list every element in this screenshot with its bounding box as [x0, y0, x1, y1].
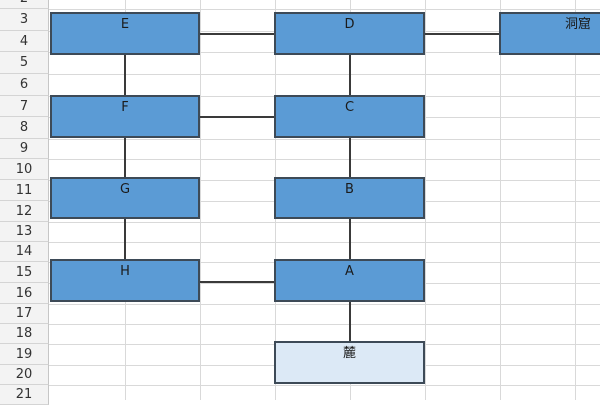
node-cave[interactable]: 洞窟	[499, 12, 600, 55]
row-header[interactable]: 12	[0, 201, 49, 222]
row-header[interactable]: 19	[0, 344, 49, 365]
node-label: D	[344, 17, 355, 32]
gridline	[425, 0, 426, 400]
node-g[interactable]: G	[50, 177, 200, 219]
gridline	[200, 0, 201, 400]
row-header[interactable]: 13	[0, 222, 49, 242]
node-label: 洞窟	[564, 17, 591, 32]
node-b[interactable]: B	[274, 177, 425, 219]
node-label: F	[121, 100, 129, 115]
row-header[interactable]: 14	[0, 242, 49, 262]
node-a[interactable]: A	[274, 259, 425, 302]
gridline	[49, 242, 600, 243]
connector-e-f	[124, 55, 126, 96]
row-header[interactable]: 5	[0, 52, 49, 74]
row-header[interactable]: 6	[0, 74, 49, 96]
node-h[interactable]: H	[50, 259, 200, 302]
node-label: A	[345, 264, 354, 279]
node-c[interactable]: C	[274, 95, 425, 138]
connector-e-d	[200, 33, 275, 35]
gridline	[49, 324, 600, 325]
row-header[interactable]: 18	[0, 324, 49, 344]
row-header[interactable]: 3	[0, 9, 49, 31]
gridline	[49, 222, 600, 223]
row-header[interactable]: 10	[0, 159, 49, 180]
connector-a-foot	[349, 302, 351, 342]
row-header[interactable]: 2	[0, 0, 49, 9]
gridline	[49, 385, 600, 386]
connector-c-b	[349, 138, 351, 178]
row-header[interactable]: 7	[0, 96, 49, 117]
row-header[interactable]: 17	[0, 304, 49, 324]
node-d[interactable]: D	[274, 12, 425, 55]
node-label: G	[119, 182, 131, 197]
gridline	[49, 9, 600, 10]
row-header[interactable]: 21	[0, 385, 49, 405]
connector-d-cave	[425, 33, 500, 35]
gridline	[500, 0, 501, 400]
node-f[interactable]: F	[50, 95, 200, 138]
node-label: E	[120, 17, 130, 32]
connector-h-a	[200, 281, 275, 283]
gridline	[575, 0, 576, 400]
row-header[interactable]: 16	[0, 283, 49, 304]
row-header[interactable]: 8	[0, 117, 49, 139]
row-header[interactable]: 11	[0, 180, 49, 201]
connector-f-c	[200, 116, 275, 118]
gridline	[49, 304, 600, 305]
gridline	[49, 159, 600, 160]
row-header[interactable]: 9	[0, 139, 49, 159]
node-foot[interactable]: 麓	[274, 341, 425, 384]
node-label: B	[345, 182, 354, 197]
node-label: 麓	[342, 346, 356, 361]
row-header[interactable]: 20	[0, 365, 49, 385]
connector-f-g	[124, 138, 126, 178]
connector-g-h	[124, 219, 126, 260]
node-e[interactable]: E	[50, 12, 200, 55]
connector-d-c	[349, 55, 351, 96]
node-label: H	[120, 264, 130, 279]
row-header[interactable]: 4	[0, 31, 49, 52]
gridline	[49, 74, 600, 75]
node-label: C	[344, 100, 355, 115]
connector-b-a	[349, 219, 351, 260]
gridline	[49, 139, 600, 140]
row-header[interactable]: 15	[0, 262, 49, 283]
